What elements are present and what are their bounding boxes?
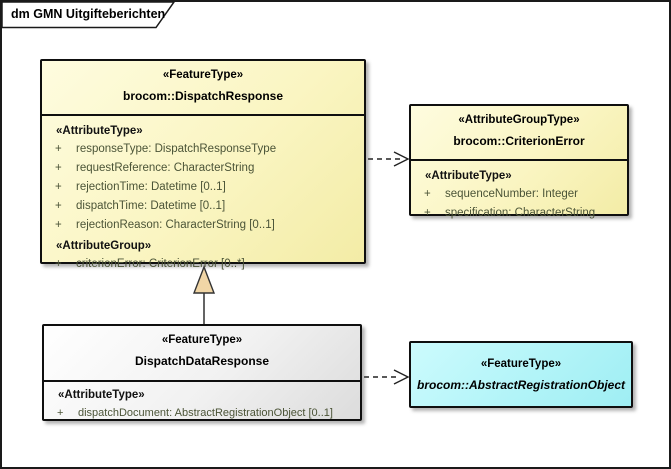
attributes-compartment: «AttributeType» + sequenceNumber: Intege… [411,161,627,223]
class-name: brocom::CriterionError [453,134,585,148]
class-name: brocom::AbstractRegistrationObject [416,377,626,392]
class-abstract-registration-object[interactable]: «FeatureType» brocom::AbstractRegistrati… [409,341,633,408]
section-label: «AttributeType» [56,125,143,137]
visibility-plus: + [57,407,64,419]
attributes-compartment: «AttributeType» + dispatchDocument: Abst… [44,382,360,423]
title-tab-shape [2,2,175,29]
section-label: «AttributeGroup» [56,240,152,252]
attribute-row: + requestReference: CharacterString [50,159,360,178]
dependency-arrow-criterionerror[interactable] [368,151,410,167]
diagram-title-tab: dm GMN Uitgifteberichten [2,2,192,32]
attribute-row: + criterionError: CriterionError [0..*] [50,255,360,274]
visibility-plus: + [424,207,431,219]
generalization-arrow[interactable] [192,265,216,325]
class-name: DispatchDataResponse [134,354,270,368]
attribute-row: + responseType: DispatchResponseType [50,140,360,159]
class-header: «FeatureType» brocom::AbstractRegistrati… [411,343,631,406]
stereotype-label: «AttributeGroupType» [458,114,580,126]
visibility-plus: + [55,162,62,174]
attributes-compartment: «AttributeType» + responseType: Dispatch… [42,116,364,274]
visibility-plus: + [55,219,62,231]
class-criterion-error[interactable]: «AttributeGroupType» brocom::CriterionEr… [409,104,629,219]
visibility-plus: + [55,200,62,212]
class-header: «FeatureType» DispatchDataResponse [44,326,360,380]
attribute-text: rejectionTime: Datetime [0..1] [76,181,226,193]
attribute-text: responseType: DispatchResponseType [76,143,277,155]
attribute-text: sequenceNumber: Integer [445,188,578,200]
stereotype-label: «FeatureType» [162,69,244,81]
attribute-text: criterionError: CriterionError [0..*] [76,258,245,270]
attribute-row: + sequenceNumber: Integer [419,185,623,204]
stereotype-label: «FeatureType» [161,334,243,346]
class-header: «FeatureType» brocom::DispatchResponse [42,61,364,114]
class-header: «AttributeGroupType» brocom::CriterionEr… [411,106,627,159]
dependency-arrow-abstractregistrationobject[interactable] [364,369,410,385]
attribute-row: + specification: CharacterString [419,204,623,223]
attribute-row: + rejectionReason: CharacterString [0..1… [50,216,360,235]
visibility-plus: + [55,143,62,155]
compartment-divider [411,159,627,161]
attribute-text: requestReference: CharacterString [76,162,255,174]
diagram-title: dm GMN Uitgifteberichten [11,7,166,21]
section-label: «AttributeType» [425,170,512,182]
attribute-text: rejectionReason: CharacterString [0..1] [76,219,275,231]
section-label: «AttributeType» [58,389,145,401]
stereotype-label: «FeatureType» [480,357,562,370]
compartment-divider [42,114,364,116]
class-dispatch-data-response[interactable]: «FeatureType» DispatchDataResponse «Attr… [42,324,362,421]
class-dispatch-response[interactable]: «FeatureType» brocom::DispatchResponse «… [40,59,366,270]
attribute-text: specification: CharacterString [445,207,596,219]
class-name: brocom::DispatchResponse [122,89,284,103]
attribute-row: + dispatchTime: Datetime [0..1] [50,197,360,216]
visibility-plus: + [55,181,62,193]
attribute-row: + rejectionTime: Datetime [0..1] [50,178,360,197]
attribute-text: dispatchDocument: AbstractRegistrationOb… [78,407,333,419]
attribute-text: dispatchTime: Datetime [0..1] [76,200,226,212]
visibility-plus: + [55,258,62,270]
compartment-divider [44,380,360,382]
visibility-plus: + [424,188,431,200]
attribute-row: + dispatchDocument: AbstractRegistration… [52,404,356,423]
